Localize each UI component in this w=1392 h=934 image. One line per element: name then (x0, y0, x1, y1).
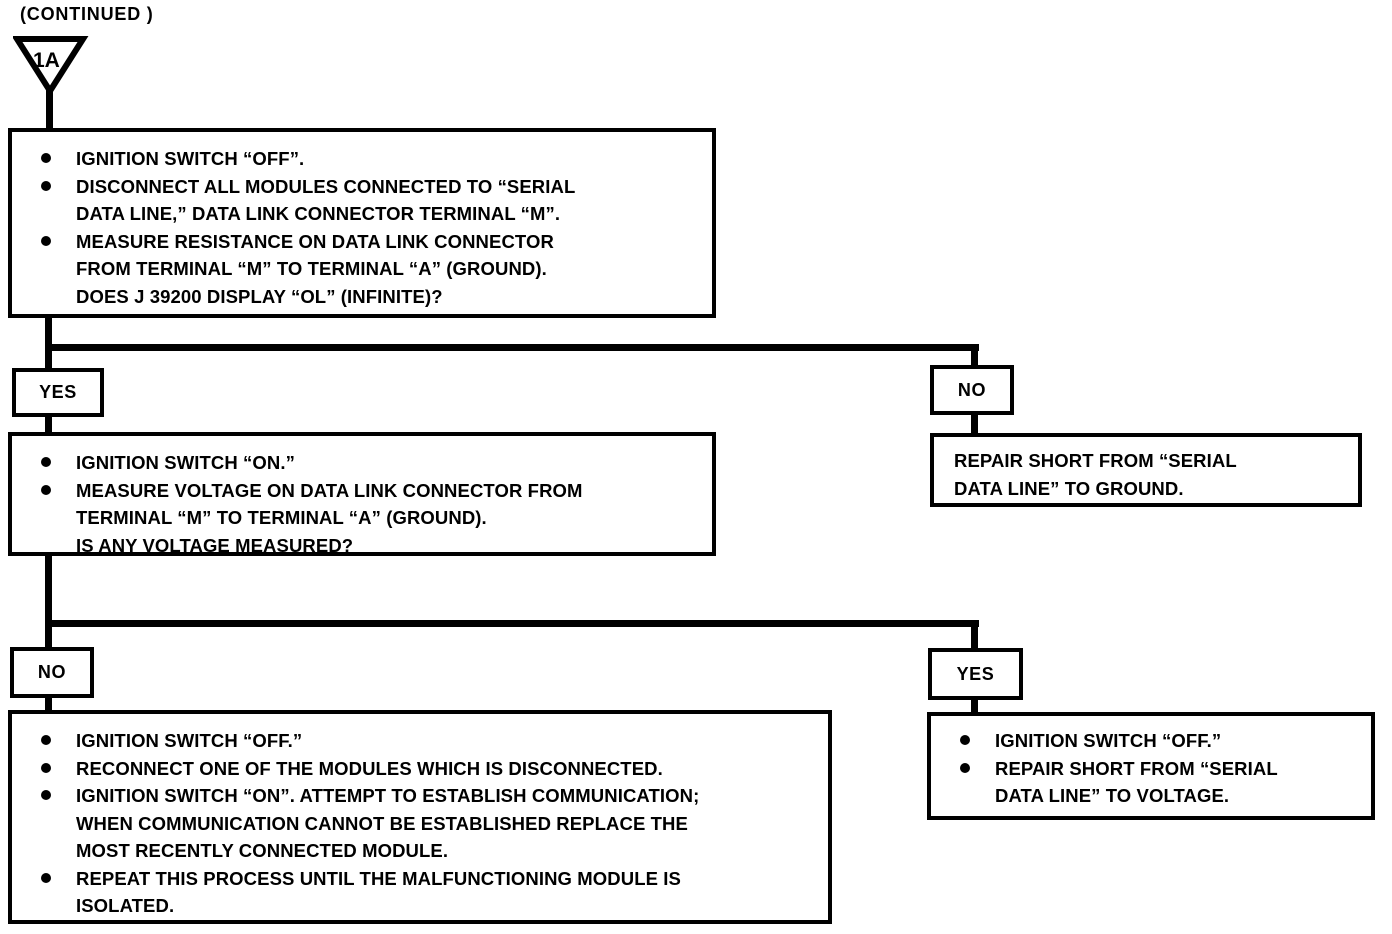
branch1-no-label-box: NO (930, 365, 1014, 415)
bullet-icon (41, 153, 51, 163)
connector-branch1-horizontal (45, 344, 979, 351)
repair-ground-text: REPAIR SHORT FROM “SERIAL DATA LINE” TO … (954, 450, 1237, 499)
branch2-yes-label-box: YES (928, 648, 1023, 700)
connector-stem-triangle (46, 88, 53, 130)
bullet-icon (960, 762, 970, 773)
step2-bullet-1: IGNITION SWITCH “ON.” (76, 452, 295, 473)
bullet-icon (41, 180, 51, 191)
branch2-yes-label: YES (956, 663, 995, 684)
action-box-isolate-module: IGNITION SWITCH “OFF.” RECONNECT ONE OF … (8, 710, 832, 924)
decision-box-step1: IGNITION SWITCH “OFF”. DISCONNECT ALL MO… (8, 128, 716, 318)
bullet-icon (41, 457, 51, 467)
list-item: REPEAT THIS PROCESS UNTIL THE MALFUNCTIO… (41, 865, 820, 920)
step3-bullet-1: IGNITION SWITCH “OFF.” (76, 730, 303, 751)
step1-bullet-2: DISCONNECT ALL MODULES CONNECTED TO “SER… (76, 175, 576, 225)
connector-branch1-left-vertical (45, 318, 52, 368)
bullet-icon (960, 735, 970, 745)
list-item: MEASURE RESISTANCE ON DATA LINK CONNECTO… (41, 228, 704, 311)
connector-triangle-1a: 1A (13, 36, 89, 97)
bullet-icon (41, 872, 51, 883)
connector-branch2-right-vertical (971, 620, 978, 648)
result2-bullet-1: IGNITION SWITCH “OFF.” (995, 730, 1222, 751)
step3-bullet-4: REPEAT THIS PROCESS UNTIL THE MALFUNCTIO… (76, 867, 681, 917)
list-item: MEASURE VOLTAGE ON DATA LINK CONNECTOR F… (41, 477, 704, 560)
connector-yes2-stem (971, 700, 978, 714)
branch2-no-label: NO (37, 662, 67, 682)
connector-no2-stem (45, 698, 52, 712)
branch1-yes-label-box: YES (12, 368, 104, 417)
connector-yes1-stem (45, 417, 52, 432)
connector-id-label: 1A (33, 49, 60, 72)
bullet-icon (41, 790, 51, 800)
list-item: REPAIR SHORT FROM “SERIAL DATA LINE” TO … (960, 755, 1363, 810)
bullet-icon (41, 735, 51, 745)
action-box-repair-ground: REPAIR SHORT FROM “SERIAL DATA LINE” TO … (930, 433, 1362, 507)
bullet-icon (41, 762, 51, 773)
connector-branch2-left-vertical (45, 556, 52, 647)
list-item: IGNITION SWITCH “OFF”. (41, 145, 704, 173)
list-item: IGNITION SWITCH “OFF.” (41, 727, 820, 755)
list-item: DISCONNECT ALL MODULES CONNECTED TO “SER… (41, 173, 704, 228)
step2-bullet-2: MEASURE VOLTAGE ON DATA LINK CONNECTOR F… (76, 479, 583, 556)
action-box-repair-voltage: IGNITION SWITCH “OFF.” REPAIR SHORT FROM… (927, 712, 1375, 820)
branch1-yes-label: YES (39, 382, 77, 402)
step3-bullet-3: IGNITION SWITCH “ON”. ATTEMPT TO ESTABLI… (76, 785, 700, 861)
list-item: IGNITION SWITCH “ON.” (41, 449, 704, 477)
branch2-no-label-box: NO (10, 647, 94, 698)
connector-branch2-horizontal (45, 620, 979, 627)
connector-no1-stem (971, 415, 978, 433)
bullet-icon (41, 484, 51, 495)
result2-bullet-2: REPAIR SHORT FROM “SERIAL DATA LINE” TO … (995, 757, 1278, 807)
continued-label: (CONTINUED ) (20, 4, 154, 24)
list-item: RECONNECT ONE OF THE MODULES WHICH IS DI… (41, 755, 820, 783)
step1-bullet-3: MEASURE RESISTANCE ON DATA LINK CONNECTO… (76, 230, 554, 307)
decision-box-step2: IGNITION SWITCH “ON.” MEASURE VOLTAGE ON… (8, 432, 716, 556)
bullet-icon (41, 235, 51, 246)
step3-bullet-2: RECONNECT ONE OF THE MODULES WHICH IS DI… (76, 757, 663, 779)
step1-bullet-1: IGNITION SWITCH “OFF”. (76, 148, 305, 169)
triangle-shape (13, 36, 89, 97)
list-item: IGNITION SWITCH “ON”. ATTEMPT TO ESTABLI… (41, 782, 820, 865)
connector-branch1-right-vertical (971, 344, 978, 365)
list-item: IGNITION SWITCH “OFF.” (960, 727, 1363, 755)
branch1-no-label: NO (957, 379, 987, 400)
